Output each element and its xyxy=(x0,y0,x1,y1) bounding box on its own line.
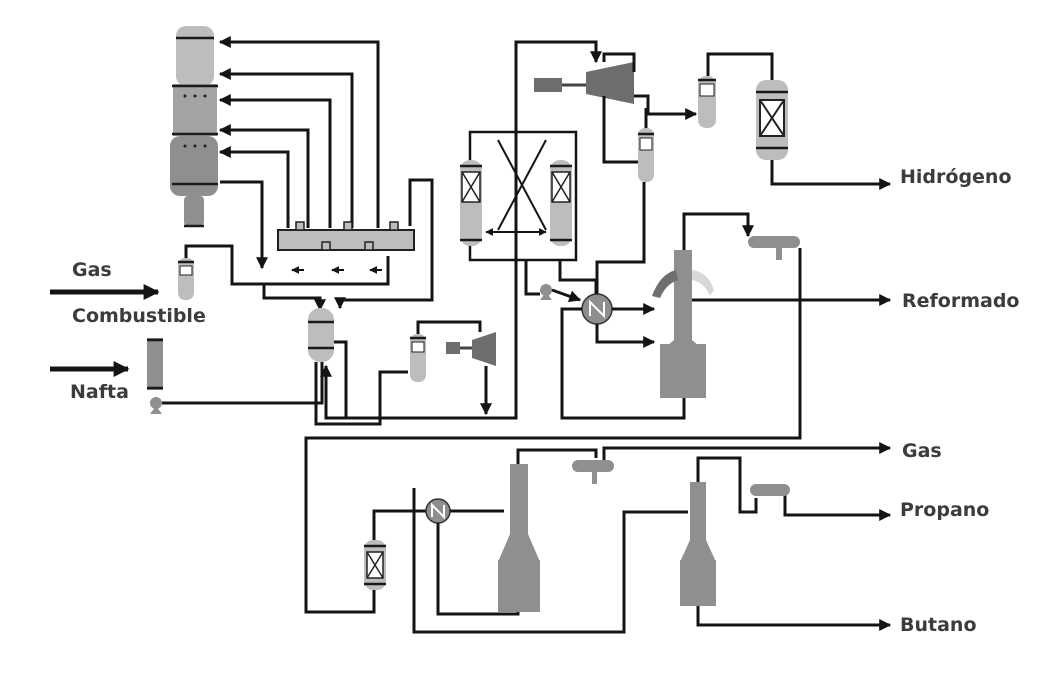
column-feed-lines xyxy=(218,36,380,270)
hydrogen-separator-drum xyxy=(638,128,654,182)
label-butano: Butano xyxy=(900,614,977,636)
distributor-manifold xyxy=(277,221,415,274)
fuel-gas-drum xyxy=(178,258,194,300)
label-gas: Gas xyxy=(902,440,942,462)
naphtha-separator xyxy=(308,308,334,362)
reformer-furnace xyxy=(652,250,714,398)
label-gas-combustible-line1: Gas xyxy=(72,259,112,281)
hydrogen-purifier-reactor xyxy=(756,80,788,160)
reactor-outlet-pump xyxy=(540,284,552,300)
depropanizer-column xyxy=(680,482,716,606)
butano-outlet-arrow xyxy=(696,605,892,631)
propano-outlet-arrow xyxy=(770,490,892,521)
heat-exchanger-lower xyxy=(425,498,451,524)
hydrogen-compressor xyxy=(534,62,634,104)
label-reformado: Reformado xyxy=(902,290,1019,312)
recycle-compressor xyxy=(446,332,496,366)
hidrogeno-outlet-arrow xyxy=(770,160,892,190)
label-propano: Propano xyxy=(900,499,989,521)
reactor-pair xyxy=(460,130,578,262)
depropanizer-reflux-drum xyxy=(750,484,790,496)
nafta-feed-drum xyxy=(147,338,163,414)
label-nafta: Nafta xyxy=(70,381,129,403)
gas-outlet-arrow xyxy=(602,442,892,460)
recycle-gas-drum xyxy=(410,334,426,382)
reformate-separator xyxy=(748,236,800,260)
label-gas-combustible-line2: Combustible xyxy=(72,305,206,327)
main-reactor-column xyxy=(170,26,218,228)
label-hidrogeno: Hidrógeno xyxy=(900,166,1012,188)
hydrogen-knockout-drum xyxy=(698,76,716,128)
debutanizer-reflux-drum xyxy=(572,460,614,484)
stabilizer-reactor xyxy=(364,540,386,590)
heat-exchanger-upper xyxy=(581,293,613,325)
debutanizer-column xyxy=(498,464,540,612)
